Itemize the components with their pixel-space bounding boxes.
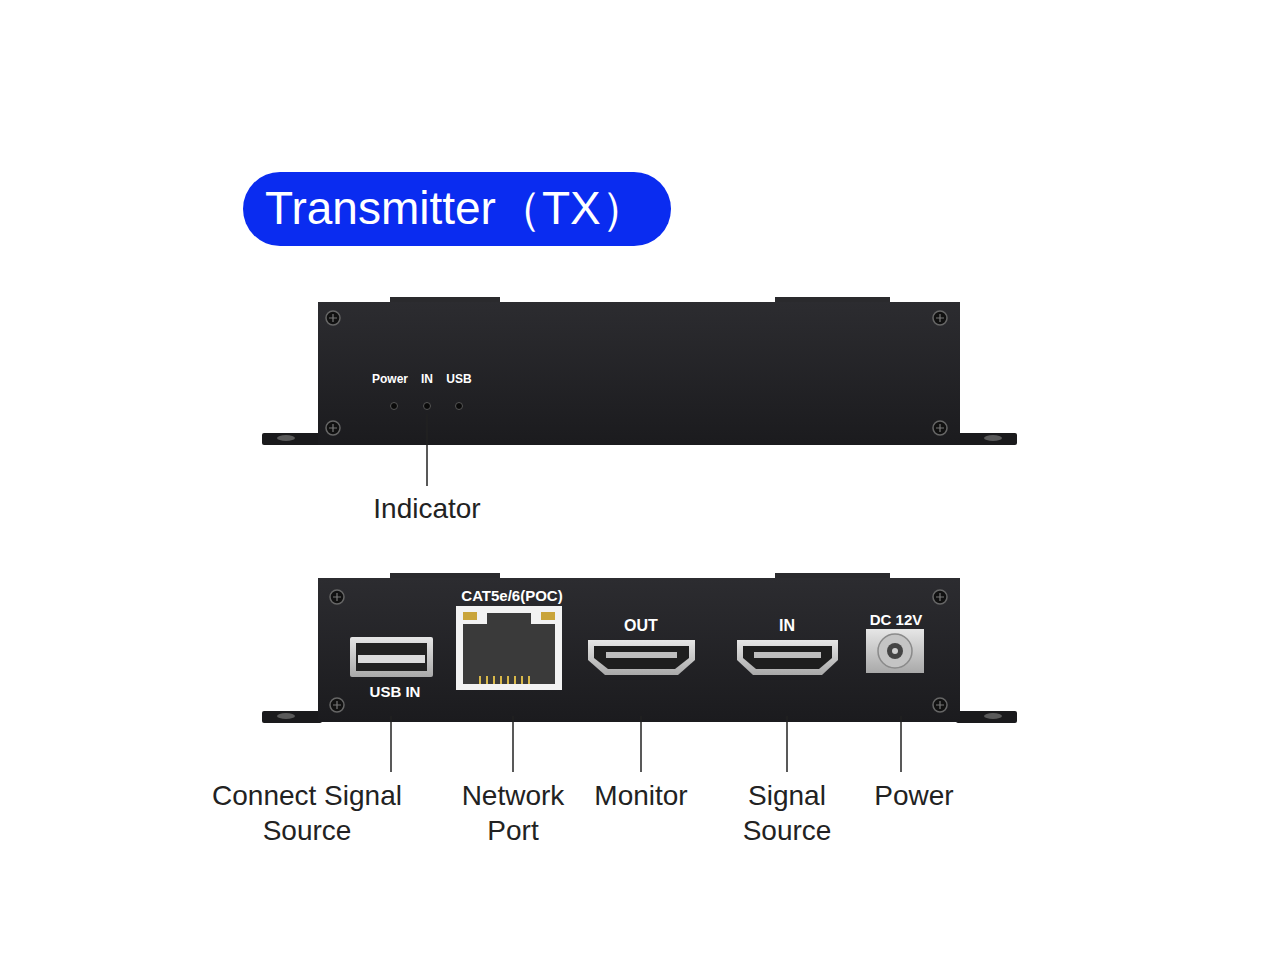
hdmi-opening xyxy=(743,646,832,669)
screw-slot xyxy=(329,314,944,432)
leader-line xyxy=(786,716,788,772)
indicator-name: Power xyxy=(372,371,408,387)
flange-hole xyxy=(277,435,295,441)
dc-ring xyxy=(878,634,912,668)
mounting-flange xyxy=(262,711,322,723)
callout-label: Connect Signal Source xyxy=(192,778,422,848)
hdmi-pins xyxy=(754,652,821,658)
rj45-led xyxy=(463,612,477,620)
title: Transmitter（TX） xyxy=(265,178,647,240)
dc-hole xyxy=(887,643,903,659)
housing-front xyxy=(318,302,960,445)
dc-pin xyxy=(892,648,898,654)
usb-port xyxy=(350,637,433,677)
title-pill: Transmitter（TX） xyxy=(243,172,671,246)
led xyxy=(391,403,398,410)
port-name: CAT5e/6(POC) xyxy=(461,587,562,605)
port-name: DC 12V xyxy=(870,610,923,630)
led xyxy=(424,403,431,410)
rear-panel xyxy=(262,573,1017,723)
port-name: USB IN xyxy=(370,683,421,701)
callout-label: Signal Source xyxy=(722,778,852,848)
rj45-led xyxy=(541,612,555,620)
usb-tongue xyxy=(358,655,425,663)
leader-line xyxy=(390,716,392,772)
usb-opening xyxy=(356,643,427,671)
mounting-flange xyxy=(956,711,1017,723)
housing-rear xyxy=(318,578,960,722)
hdmi-port xyxy=(737,640,838,675)
port-name: OUT xyxy=(624,616,658,636)
screw-slot xyxy=(333,593,944,709)
flange-hole xyxy=(984,713,1002,719)
indicator-name: USB xyxy=(446,371,471,387)
port-name: IN xyxy=(779,616,795,636)
mounting-flange xyxy=(262,433,322,445)
rj45-pins xyxy=(480,676,529,684)
rj45-opening xyxy=(463,624,555,684)
leader-line xyxy=(512,716,514,772)
hdmi-port xyxy=(588,640,695,675)
hdmi-opening xyxy=(594,646,689,669)
flange-hole xyxy=(277,713,295,719)
front-panel xyxy=(262,297,1017,445)
leader-line xyxy=(900,716,902,772)
rj45-notch xyxy=(487,613,531,626)
rj45-port xyxy=(456,606,562,690)
leader-line xyxy=(640,716,642,772)
mounting-flange xyxy=(956,433,1017,445)
callout-label: Indicator xyxy=(373,491,480,526)
callout-label: Network Port xyxy=(443,778,583,848)
leader-line xyxy=(426,414,428,486)
callout-label: Power xyxy=(874,778,953,813)
led xyxy=(456,403,463,410)
hdmi-pins xyxy=(606,652,677,658)
leader-lines xyxy=(391,716,901,772)
callout-label: Monitor xyxy=(594,778,687,813)
indicator-name: IN xyxy=(421,371,433,387)
dc-jack xyxy=(866,629,924,673)
flange-hole xyxy=(984,435,1002,441)
